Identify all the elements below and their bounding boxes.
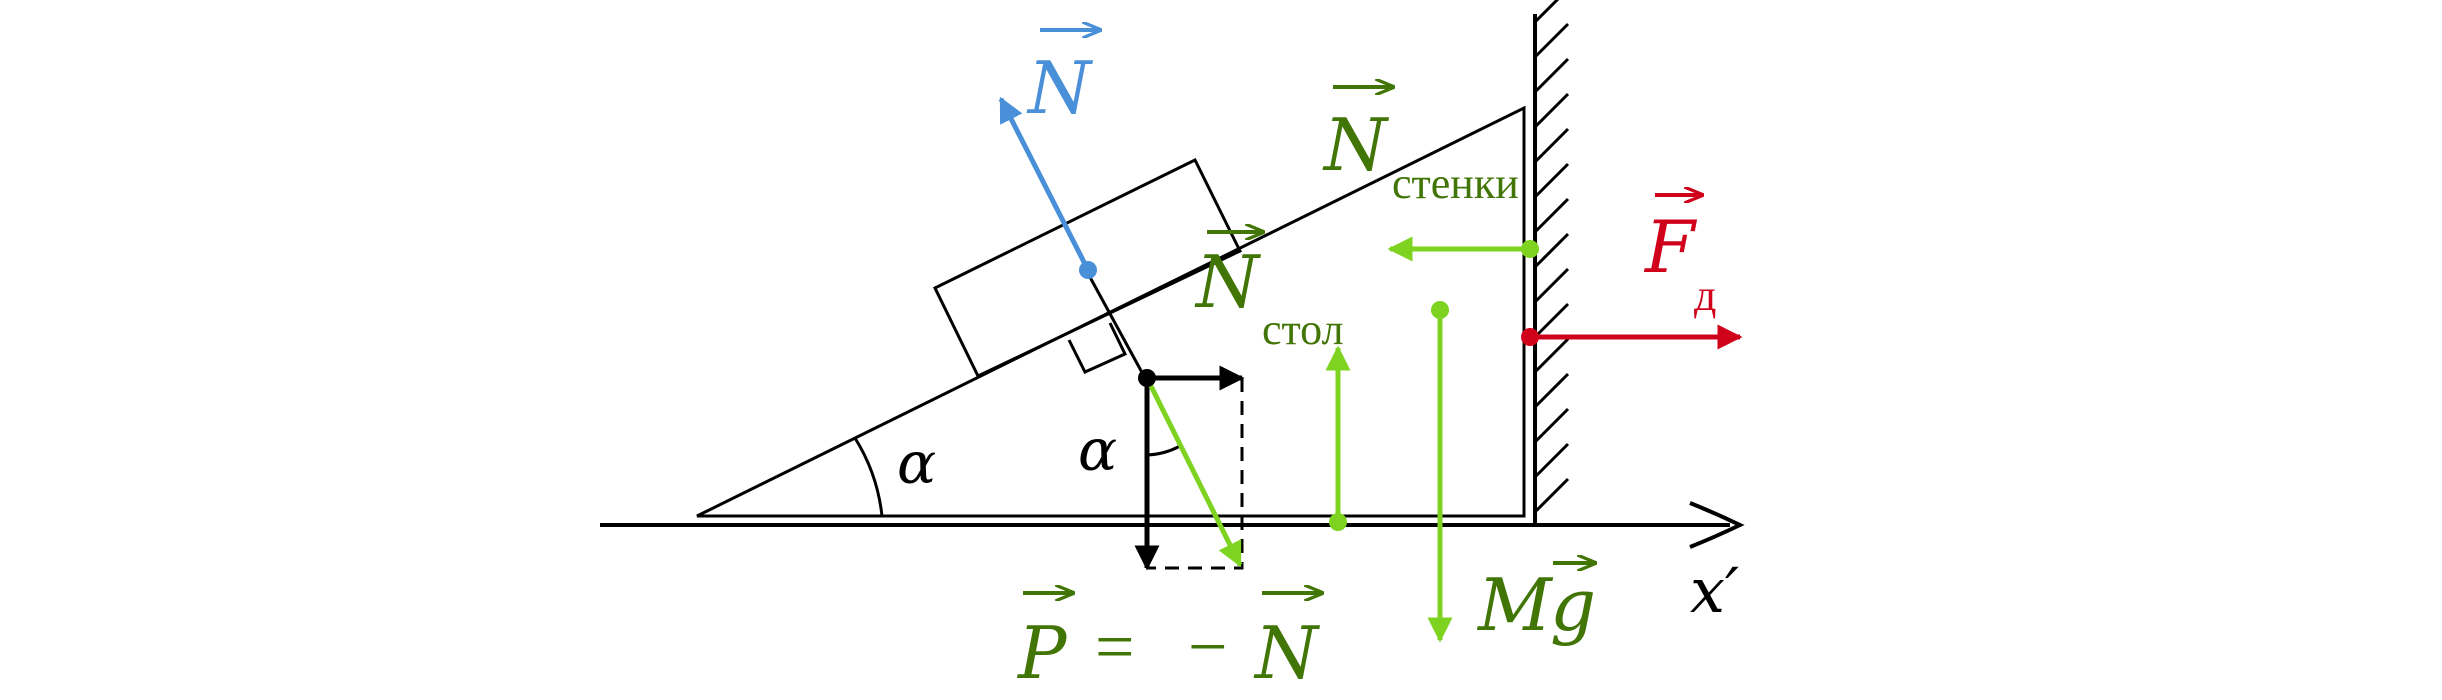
P-angle-arc (1146, 444, 1181, 457)
P-label: P (1016, 611, 1068, 695)
decomposition-dashed-box (1147, 378, 1244, 570)
minus-sign: − (1188, 609, 1227, 686)
wall-normal-force-point (1521, 240, 1539, 258)
block-normal-force-point (1079, 261, 1097, 279)
x-axis-label: x′ (1690, 554, 1739, 627)
N-table-label: N (1194, 240, 1262, 324)
N-table-subscript: стол (1262, 305, 1344, 354)
F-label: F (1643, 205, 1698, 289)
block-normal-line (1083, 267, 1147, 379)
x-axis-arrowhead (1689, 501, 1745, 549)
N-wall-label: N (1322, 103, 1390, 187)
block (932, 157, 1243, 378)
wall-hatching (1533, 0, 1570, 514)
M-label: M (1476, 563, 1554, 647)
N-eq-label: N (1253, 611, 1321, 695)
alpha-wedge-label: α (897, 429, 936, 497)
block-normal-force-arrow (998, 96, 1091, 272)
P-force-point (1138, 369, 1156, 387)
wedge-angle-arc (853, 437, 884, 517)
alpha-block-label: α (1078, 416, 1117, 484)
N-wall-subscript: стенки (1392, 159, 1519, 208)
P-force-arrow (1144, 376, 1243, 568)
pressure-force-point (1521, 328, 1539, 346)
N-block-label: N (1026, 46, 1094, 130)
table-normal-force-point (1329, 513, 1347, 531)
right-angle-marker (1067, 322, 1128, 374)
F-subscript: д (1694, 271, 1716, 320)
equals-sign: = (1095, 609, 1134, 686)
gravity-force-point (1431, 301, 1449, 319)
g-label: g (1550, 563, 1596, 647)
